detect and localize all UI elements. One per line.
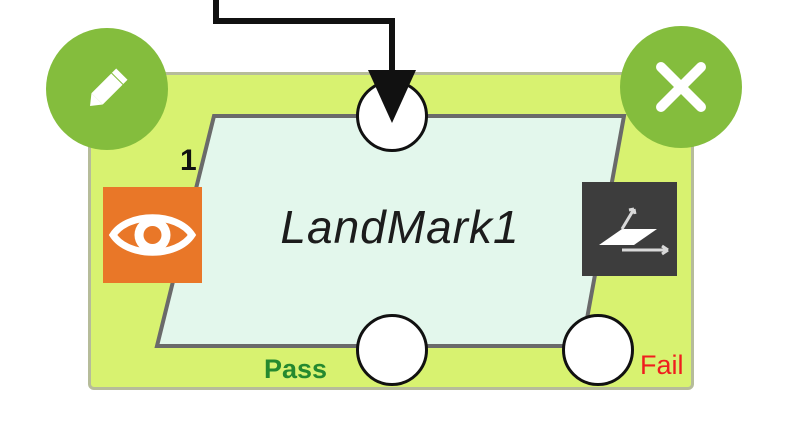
pass-label: Pass — [264, 354, 328, 384]
eye-icon — [108, 214, 197, 256]
node-title: LandMark1 — [280, 201, 520, 253]
edit-button[interactable] — [46, 28, 168, 150]
fail-label: Fail — [640, 350, 684, 380]
pencil-icon — [90, 68, 128, 106]
input-port[interactable] — [356, 80, 428, 152]
inspect-tool-button[interactable] — [103, 187, 202, 283]
fail-output-port[interactable] — [562, 314, 634, 386]
transform-plane-icon — [599, 207, 669, 256]
pass-output-port[interactable] — [356, 314, 428, 386]
close-icon — [656, 62, 706, 112]
node-count-badge: 1 — [180, 144, 197, 177]
delete-node-button[interactable] — [620, 26, 742, 148]
transform-tool-button[interactable] — [582, 182, 677, 276]
